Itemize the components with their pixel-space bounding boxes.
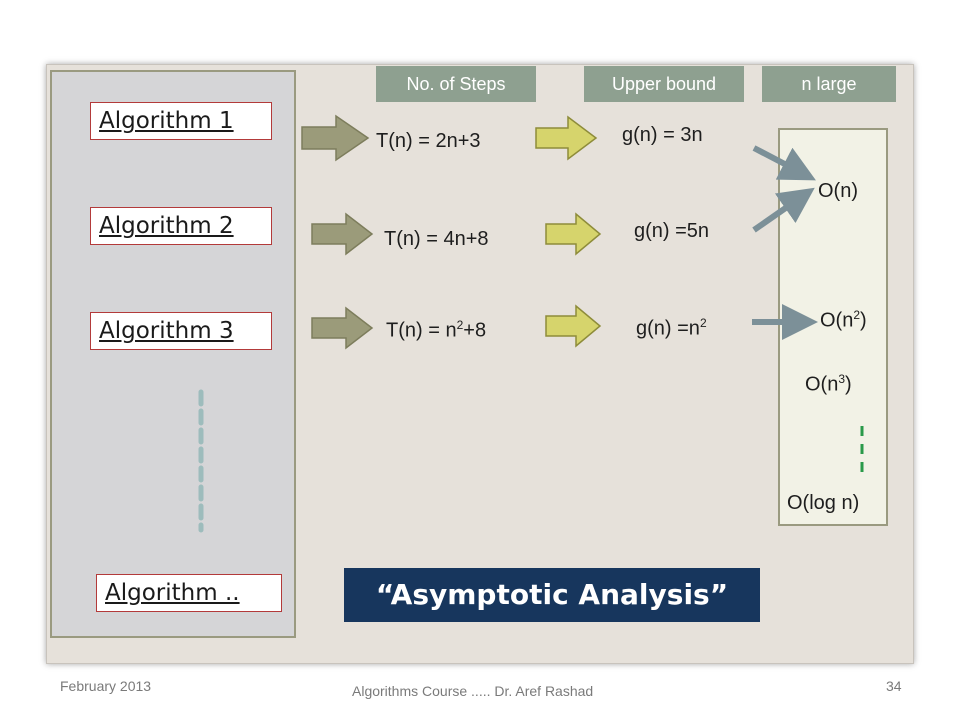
algorithm-2-box: Algorithm 2: [90, 207, 272, 245]
arrow-right-icon: [545, 304, 602, 348]
steps-row-2: T(n) = 4n+8: [384, 228, 489, 250]
algorithm-n-box: Algorithm ..: [96, 574, 282, 612]
big-o-log-n: O(log n): [787, 492, 860, 514]
steps-row-3: T(n) = n2+8: [386, 318, 487, 342]
algorithms-column: [50, 70, 296, 638]
title-banner: “Asymptotic Analysis”: [344, 568, 760, 622]
header-no-of-steps: No. of Steps: [376, 66, 536, 102]
steps-row-1: T(n) = 2n+3: [376, 130, 481, 152]
algorithm-3-box: Algorithm 3: [90, 312, 272, 350]
footer-page-number: 34: [886, 678, 902, 694]
footer-date: February 2013: [60, 678, 152, 694]
arrow-right-icon: [535, 115, 598, 161]
arrow-to-o-n-1: [752, 145, 816, 181]
arrow-to-o-n-2: [752, 187, 815, 233]
bound-row-1: g(n) = 3n: [622, 124, 703, 146]
big-o-n: O(n): [818, 180, 858, 202]
arrow-right-icon: [301, 114, 370, 162]
header-upper-bound: Upper bound: [584, 66, 744, 102]
big-o-n-squared: O(n2): [820, 308, 867, 332]
header-n-large: n large: [762, 66, 896, 102]
arrow-right-icon: [545, 212, 602, 256]
bound-row-2: g(n) =5n: [634, 220, 710, 242]
footer-course: Algorithms Course ..... Dr. Aref Rashad: [352, 683, 594, 699]
algorithm-1-box: Algorithm 1: [90, 102, 272, 140]
arrow-right-icon: [311, 306, 374, 350]
bound-row-3: g(n) =n2: [636, 316, 707, 340]
arrow-right-icon: [311, 212, 374, 256]
big-o-n-cubed: O(n3): [805, 372, 852, 396]
